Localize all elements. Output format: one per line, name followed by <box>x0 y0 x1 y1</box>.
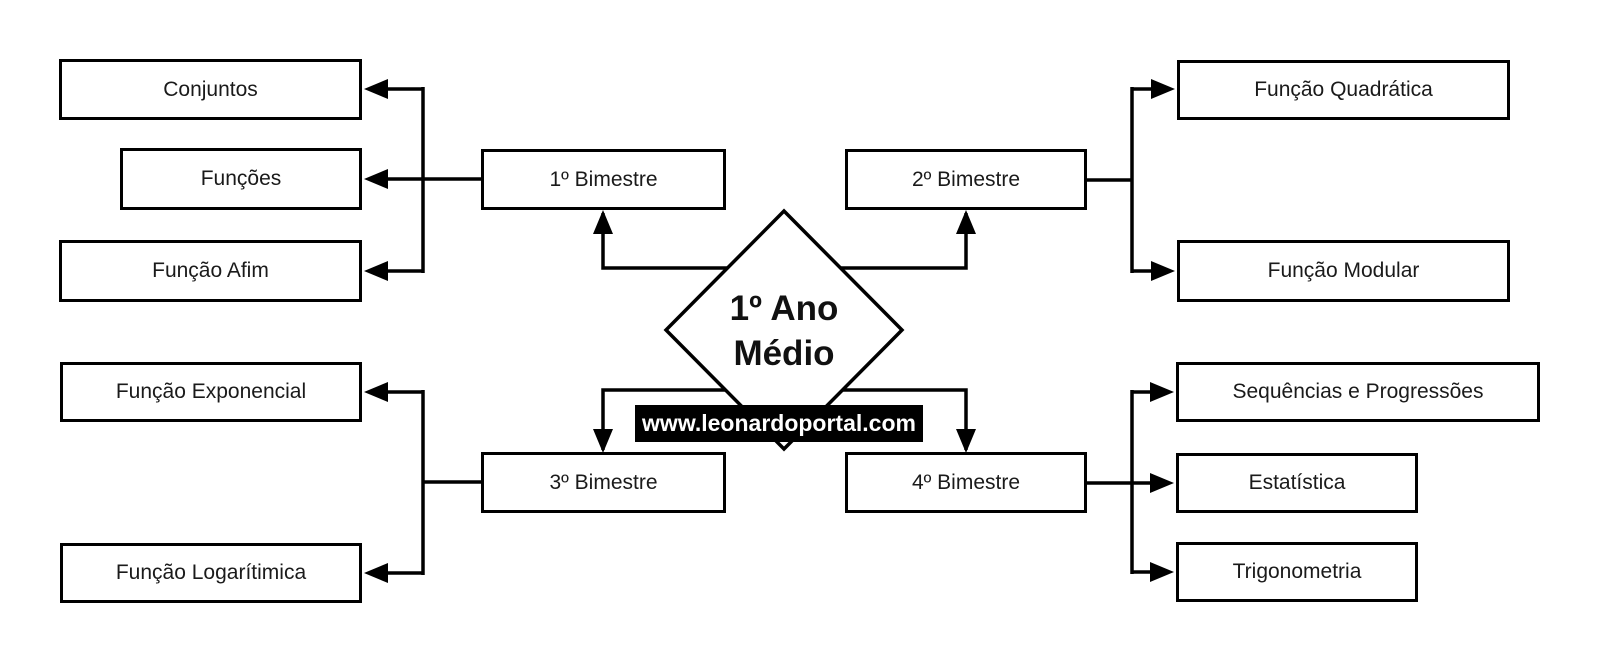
topic-label: Estatística <box>1248 471 1346 494</box>
arrow-to-funcao-logaritimica <box>364 563 388 583</box>
bimestre-2-box: 2º Bimestre <box>845 149 1087 210</box>
connector-bimestre1-topics <box>385 87 481 273</box>
arrow-to-conjuntos <box>364 79 388 99</box>
bimestre-4-box: 4º Bimestre <box>845 452 1087 513</box>
topic-label: Função Afim <box>152 259 269 282</box>
arrow-to-estatistica <box>1150 473 1174 493</box>
bimestre-3-box: 3º Bimestre <box>481 452 726 513</box>
bimestre-label: 3º Bimestre <box>549 470 658 494</box>
arrow-to-bimestre4 <box>956 429 976 453</box>
center-label-line2: Médio <box>733 334 835 373</box>
arrow-to-funcao-afim <box>364 261 388 281</box>
connector-bimestre3-topics <box>385 390 481 575</box>
topic-label: Funções <box>200 167 282 190</box>
arrow-to-funcao-modular <box>1151 261 1175 281</box>
topic-box-funcao-exponencial: Função Exponencial <box>60 362 362 422</box>
topic-label: Função Modular <box>1267 259 1420 282</box>
center-label-line1: 1º Ano <box>729 289 839 329</box>
connector-bimestre2-topics <box>1087 87 1154 273</box>
topic-label: Trigonometria <box>1232 560 1362 583</box>
arrow-to-trigonometria <box>1150 562 1174 582</box>
topic-box-funcao-afim: Função Afim <box>59 240 362 302</box>
topic-label: Função Quadrática <box>1254 78 1433 101</box>
arrow-to-funcao-exponencial <box>364 382 388 402</box>
arrow-to-bimestre2 <box>956 210 976 234</box>
topic-box-trigonometria: Trigonometria <box>1176 542 1418 602</box>
arrowheads <box>364 79 1175 583</box>
arrow-to-funcao-quadratica <box>1151 79 1175 99</box>
bimestre-1-box: 1º Bimestre <box>481 149 726 210</box>
arrow-to-funcoes <box>364 169 388 189</box>
center-diamond-shape <box>663 208 905 452</box>
topic-label: Função Logarítimica <box>115 561 307 584</box>
topic-box-funcoes: Funções <box>120 148 362 210</box>
center-diamond-label: 1º Ano Médio <box>684 276 884 388</box>
watermark-banner: www.leonardoportal.com <box>635 405 923 442</box>
bimestre-label: 2º Bimestre <box>911 167 1021 191</box>
arrow-to-bimestre1 <box>593 210 613 234</box>
topic-box-estatistica: Estatística <box>1176 453 1418 513</box>
topic-label: Conjuntos <box>163 77 258 101</box>
topic-box-funcao-modular: Função Modular <box>1177 240 1510 302</box>
arrow-to-bimestre3 <box>593 429 613 453</box>
topic-box-funcao-logaritimica: Função Logarítimica <box>60 543 362 603</box>
arrow-to-sequencias <box>1150 382 1174 402</box>
topic-label: Sequências e Progressões <box>1232 380 1484 403</box>
topic-box-sequencias-progressoes: Sequências e Progressões <box>1176 362 1540 422</box>
topic-label: Função Exponencial <box>115 380 307 403</box>
bimestre-label: 1º Bimestre <box>549 167 658 191</box>
topic-box-conjuntos: Conjuntos <box>59 59 362 120</box>
watermark-url: www.leonardoportal.com <box>642 410 916 436</box>
topic-box-funcao-quadratica: Função Quadrática <box>1177 60 1510 120</box>
bimestre-label: 4º Bimestre <box>911 470 1021 494</box>
connector-bimestre4-topics <box>1087 390 1154 574</box>
